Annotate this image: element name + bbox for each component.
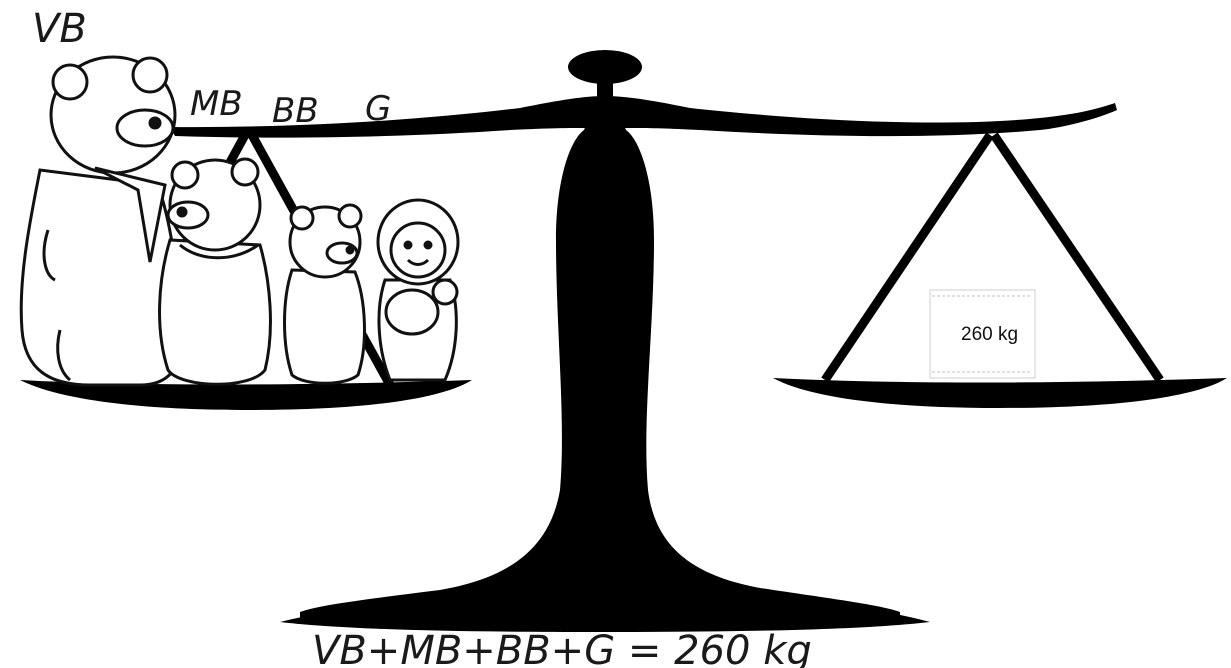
right-pan bbox=[773, 378, 1227, 408]
label-vb: VB bbox=[32, 6, 87, 52]
weight-box-label: 260 kg bbox=[961, 324, 1018, 345]
weight-box: 260 kg bbox=[930, 290, 1035, 378]
small-bear-figure bbox=[285, 205, 365, 383]
medium-bear-figure bbox=[160, 159, 271, 384]
scale-top-knob bbox=[568, 50, 642, 84]
label-mb: MB bbox=[190, 84, 243, 124]
equation-text: VB+MB+BB+G = 260 kg bbox=[312, 628, 812, 668]
label-bb: BB bbox=[272, 91, 319, 131]
big-bear-figure bbox=[21, 57, 181, 385]
girl-figure bbox=[378, 200, 458, 380]
label-g: G bbox=[365, 89, 391, 129]
